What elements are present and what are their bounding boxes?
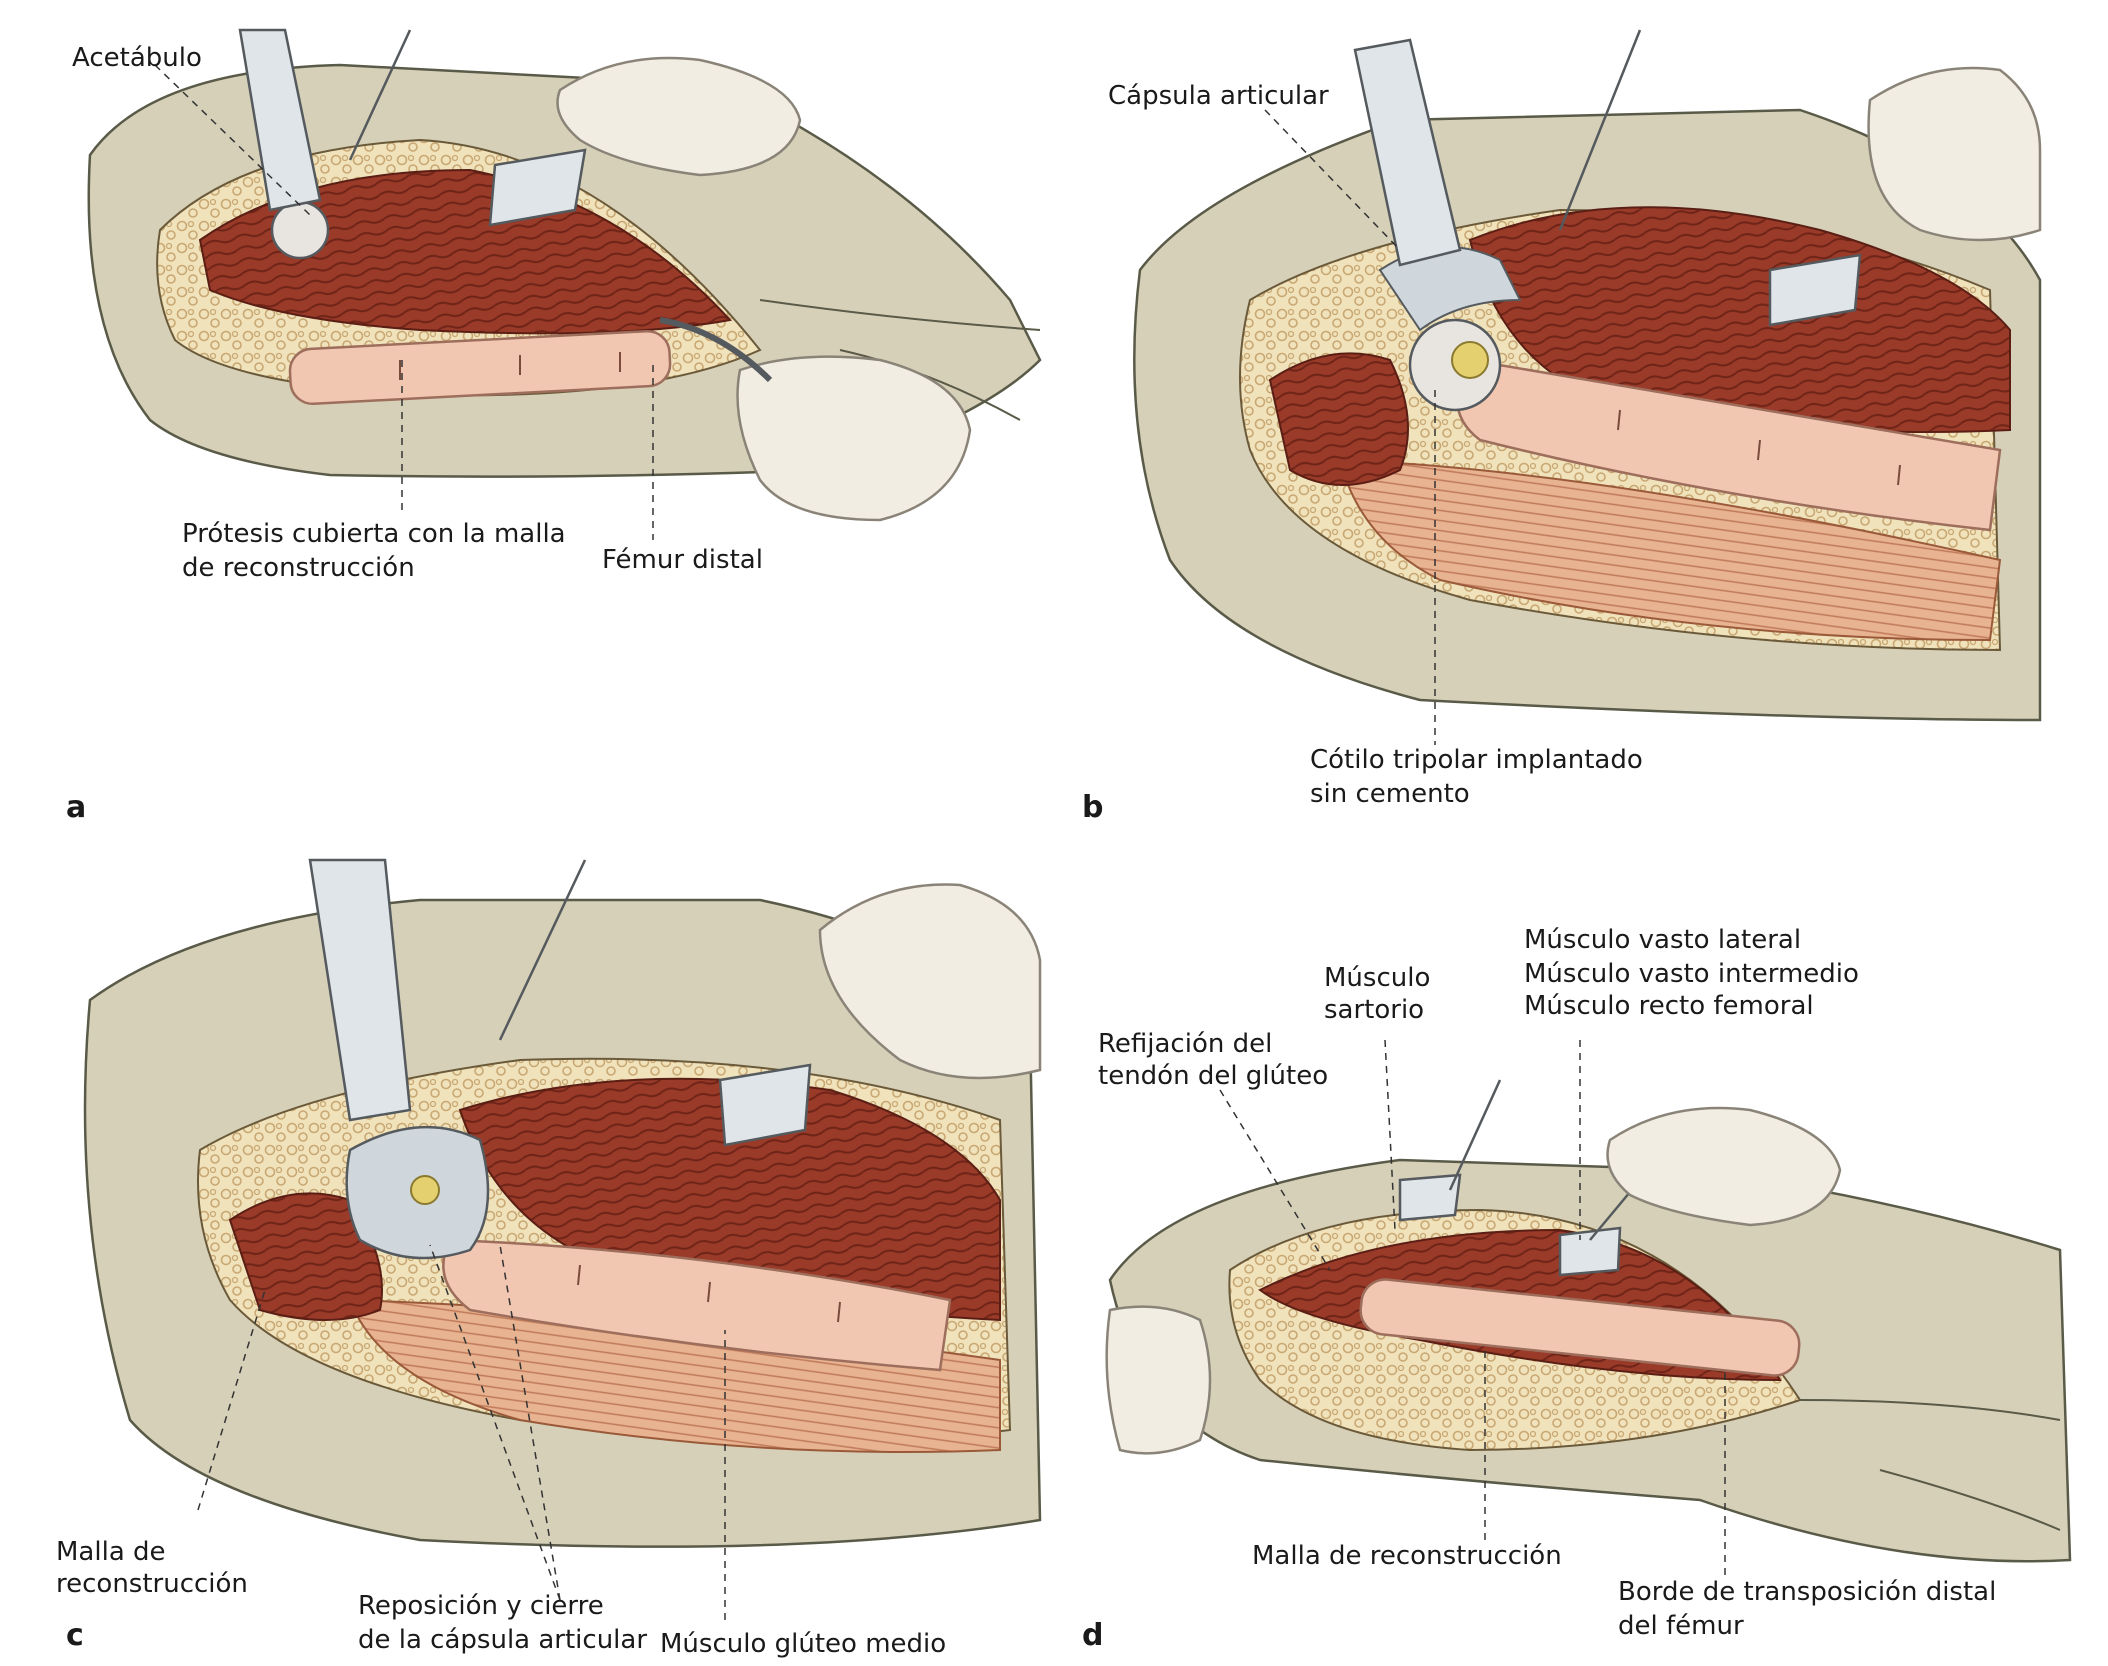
panel-a-illustration <box>87 28 1042 540</box>
rake-retractor-a <box>348 29 587 227</box>
panel-c-illustration <box>83 858 1042 1620</box>
panel-letter-c: c <box>66 1618 84 1653</box>
label-malla-line2: reconstrucción <box>56 1569 248 1599</box>
retractor-a <box>238 28 322 212</box>
label-sartorio-line2: sartorio <box>1324 995 1425 1025</box>
hand-c <box>818 883 1042 1080</box>
prosthesis-b <box>1455 358 2002 532</box>
leg-outline-d <box>1799 1399 2061 1531</box>
label-protesis-line1: Prótesis cubierta con la malla <box>182 519 566 549</box>
panel-b-illustration <box>1133 29 2042 745</box>
label-borde-line1: Borde de transposición distal <box>1618 1577 1997 1607</box>
rake-retractor-c <box>498 859 812 1147</box>
leg-outline-a <box>759 299 1041 421</box>
panel-letter-d: d <box>1082 1618 1104 1653</box>
label-cotilo-line2: sin cemento <box>1310 779 1470 809</box>
hook-a <box>659 317 773 383</box>
mesh-c <box>228 1192 383 1321</box>
label-borde-line2: del fémur <box>1618 1611 1744 1641</box>
acetabulum-a <box>270 200 330 260</box>
label-recto-femoral: Músculo recto femoral <box>1524 991 1814 1021</box>
label-capsula-articular: Cápsula articular <box>1108 81 1329 111</box>
hand-d2 <box>1105 1305 1212 1455</box>
hand-b <box>1867 66 2042 242</box>
retractor-b <box>1353 38 1462 267</box>
thigh-muscle-b <box>1338 458 2002 642</box>
label-vasto-lateral: Músculo vasto lateral <box>1524 925 1802 955</box>
label-gluteo-medio: Músculo glúteo medio <box>660 1629 947 1659</box>
prosthesis-c <box>442 1238 952 1372</box>
prosthesis-a <box>288 329 672 406</box>
panel-d-illustration <box>1105 1039 2072 1575</box>
label-vasto-intermedio: Músculo vasto intermedio <box>1524 959 1859 989</box>
label-malla-line1: Malla de <box>56 1537 166 1567</box>
retractor-c <box>308 858 412 1122</box>
muscle-b2 <box>1268 352 1409 486</box>
label-refijacion-line2: tendón del glúteo <box>1098 1061 1329 1091</box>
label-reposicion-line2: de la cápsula articular <box>358 1625 648 1655</box>
label-protesis-line2: de reconstrucción <box>182 553 415 583</box>
muscle-a <box>198 168 732 335</box>
hand-d1 <box>1606 1106 1842 1227</box>
panel-letter-b: b <box>1082 790 1104 825</box>
hand-a1 <box>556 56 802 177</box>
prosthesis-d <box>1359 1278 1801 1377</box>
label-refijacion-line1: Refijación del <box>1098 1029 1273 1059</box>
rake-retractor-d1 <box>1398 1079 1502 1222</box>
rake-retractor-b <box>1558 29 1862 327</box>
label-acetabulo: Acetábulo <box>72 43 202 73</box>
label-femur-distal: Fémur distal <box>602 545 763 575</box>
label-reposicion-line1: Reposición y cierre <box>358 1591 604 1621</box>
label-malla-reconstruccion: Malla de reconstrucción <box>1252 1541 1562 1571</box>
hand-a2 <box>736 355 972 522</box>
panel-letter-a: a <box>66 790 87 825</box>
label-sartorio-line1: Músculo <box>1324 963 1431 993</box>
label-cotilo-line1: Cótilo tripolar implantado <box>1310 745 1643 775</box>
